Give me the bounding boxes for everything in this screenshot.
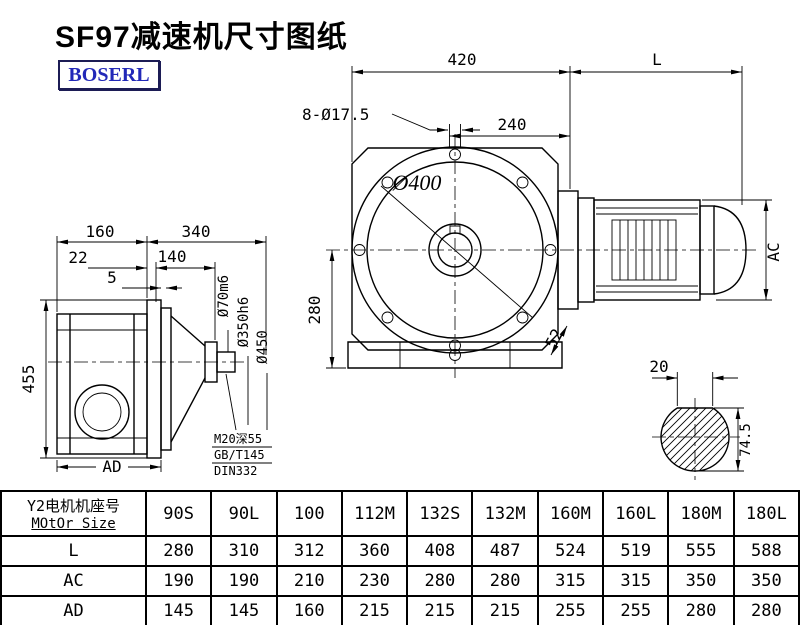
motor (557, 190, 747, 310)
shaft-section: 20 74.5 (649, 357, 754, 480)
table-cell: 360 (340, 535, 409, 567)
table-cell: 215 (471, 595, 539, 625)
dim-280: 280 (305, 296, 324, 325)
note-standard-gb: GB/T145 (214, 448, 265, 462)
table-cell: 588 (732, 535, 800, 567)
table-cell: 350 (732, 565, 800, 597)
col-header: 90L (210, 490, 278, 537)
dim-340: 340 (182, 222, 211, 241)
col-header: 180L (732, 490, 800, 537)
col-header: 160M (536, 490, 605, 537)
side-view: 455 160 340 22 140 5 (19, 222, 272, 478)
table-row-AC: AC 190 190 210 230 280 280 315 315 350 3… (0, 565, 800, 597)
col-header: 90S (144, 490, 213, 537)
housing-outline (326, 134, 758, 378)
flange-plate (146, 299, 162, 459)
dim-dia70m6: Ø70m6 (216, 275, 232, 317)
table-cell: 255 (602, 595, 670, 625)
dim-455: 455 (19, 365, 38, 394)
col-header: 160L (602, 490, 670, 537)
table-cell: 310 (210, 535, 278, 567)
table-cell: 215 (340, 595, 409, 625)
page-title: SF97减速机尺寸图纸 (55, 21, 348, 54)
row-label: L (0, 535, 147, 567)
fan-cover (699, 205, 715, 295)
table-cell: 145 (144, 595, 213, 625)
dim-dia450: Ø450 (255, 330, 271, 364)
table-cell: 230 (340, 565, 409, 597)
technical-drawing: 455 160 340 22 140 5 (19, 50, 783, 480)
note-standard-din: DIN332 (214, 464, 257, 478)
bolt-hole (381, 311, 394, 324)
table-cell: 280 (406, 565, 474, 597)
front-view-dimensions: 420 L 8-Ø17.5 240 Ø400 280 52 (302, 50, 783, 369)
dim-AC: AC (764, 242, 783, 261)
table-cell: 524 (536, 535, 605, 567)
table-cell: 519 (602, 535, 670, 567)
table-cell: 280 (732, 595, 800, 625)
table-cell: 280 (471, 565, 539, 597)
bolt-hole (516, 176, 529, 189)
table-cell: 487 (471, 535, 539, 567)
col-header: 132M (471, 490, 539, 537)
table-cell: 408 (406, 535, 474, 567)
col-header: 180M (667, 490, 735, 537)
front-view: 420 L 8-Ø17.5 240 Ø400 280 52 (302, 50, 783, 378)
table-corner-cell: Y2电机机座号 MOtOr Size (0, 490, 147, 537)
dim-dia400: Ø400 (392, 170, 442, 195)
dim-160: 160 (86, 222, 115, 241)
col-header: 112M (340, 490, 409, 537)
row-label: AD (0, 595, 147, 625)
dim-AD: AD (102, 457, 121, 476)
dim-74-5: 74.5 (738, 423, 754, 457)
bolt-hole (381, 176, 394, 189)
note-thread: M20深55 (214, 432, 262, 446)
table-cell: 215 (406, 595, 474, 625)
dim-20: 20 (649, 357, 668, 376)
dim-22: 22 (68, 248, 87, 267)
table-row-L: L 280 310 312 360 408 487 524 519 555 58… (0, 535, 800, 567)
table-cell: 315 (602, 565, 670, 597)
table-cell: 210 (275, 565, 343, 597)
table-header-row: Y2电机机座号 MOtOr Size 90S 90L 100 112M 132S… (0, 490, 800, 537)
table-cell: 315 (536, 565, 605, 597)
dim-L: L (652, 50, 662, 69)
header-motor-size-en: MOtOr Size (31, 516, 116, 532)
col-header: 132S (406, 490, 474, 537)
table-cell: 160 (275, 595, 343, 625)
dim-420: 420 (448, 50, 477, 69)
motor-dimension-table: Y2电机机座号 MOtOr Size 90S 90L 100 112M 132S… (0, 490, 800, 625)
dim-5: 5 (107, 268, 117, 287)
table-cell: 145 (210, 595, 278, 625)
base-foot (347, 341, 563, 369)
dim-bolt-holes: 8-Ø17.5 (302, 105, 369, 124)
dim-140: 140 (158, 247, 187, 266)
table-cell: 280 (667, 595, 735, 625)
bolt-hole (516, 311, 529, 324)
table-cell: 312 (275, 535, 343, 567)
table-row-AD: AD 145 145 160 215 215 215 255 255 280 2… (0, 595, 800, 625)
table-cell: 350 (667, 565, 735, 597)
table-cell: 190 (144, 565, 213, 597)
table-cell: 555 (667, 535, 735, 567)
dim-dia350h6: Ø350h6 (236, 297, 252, 348)
row-label: AC (0, 565, 147, 597)
col-header: 100 (275, 490, 343, 537)
output-bore-circle (74, 384, 130, 440)
table-cell: 280 (144, 535, 213, 567)
table-cell: 255 (536, 595, 605, 625)
brand-logo: BOSERL (58, 60, 160, 90)
table-cell: 190 (210, 565, 278, 597)
header-motor-frame-cn: Y2电机机座号 (26, 497, 121, 515)
side-view-dimensions: 455 160 340 22 140 5 (19, 222, 272, 478)
dim-240: 240 (498, 115, 527, 134)
